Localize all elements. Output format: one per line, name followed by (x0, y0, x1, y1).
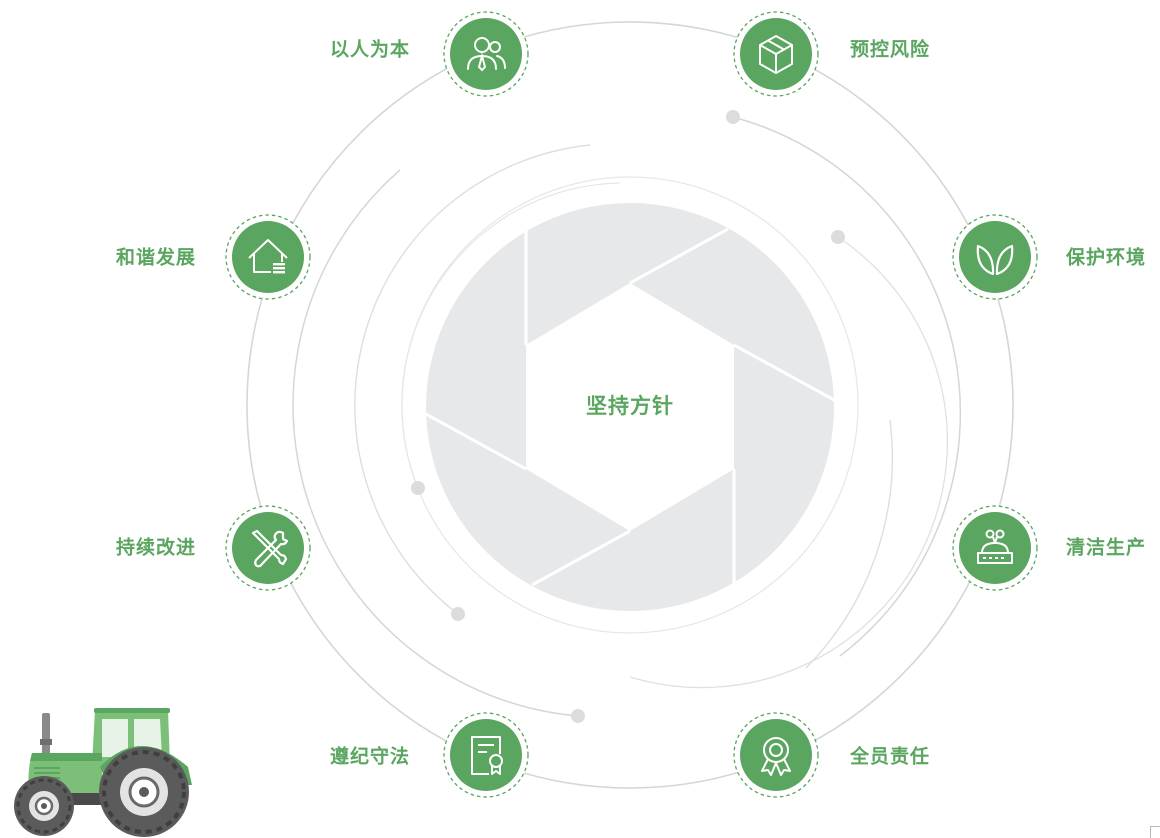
ring-dot (411, 481, 425, 495)
corner-mark (1150, 826, 1160, 838)
ring-dot (726, 110, 740, 124)
certificate-icon (471, 736, 503, 775)
people-icon (467, 37, 506, 72)
node-label-people: 以人为本 (329, 38, 410, 61)
node-harmony[interactable] (223, 212, 313, 302)
node-label-improvement: 持续改进 (115, 536, 196, 559)
ring-arc-3b (805, 419, 893, 669)
ring-arc-2a (732, 116, 962, 657)
node-people[interactable] (441, 9, 531, 99)
node-environment[interactable] (950, 212, 1040, 302)
node-improvement[interactable] (223, 503, 313, 593)
leaf-icon (976, 244, 1014, 276)
ring-arc-3a (354, 144, 591, 615)
node-label-risk: 预控风险 (850, 38, 931, 61)
node-law[interactable] (441, 710, 531, 800)
award-icon (761, 737, 791, 776)
ring-arc-2b (292, 169, 579, 717)
node-label-environment: 保护环境 (1066, 246, 1147, 269)
tractor-illustration (14, 708, 192, 837)
device-icon (977, 529, 1013, 564)
aperture-hexagon (526, 283, 734, 531)
ring-dot (451, 607, 465, 621)
ring-dot (571, 709, 585, 723)
tools-icon (251, 529, 289, 568)
center-label: 坚持方针 (586, 394, 674, 418)
aperture (423, 203, 837, 611)
node-label-harmony: 和谐发展 (115, 246, 196, 269)
node-responsibility[interactable] (731, 710, 821, 800)
outer-ring (246, 21, 1014, 789)
node-label-law: 遵纪守法 (329, 745, 410, 768)
node-clean-production[interactable] (950, 503, 1040, 593)
cube-icon (759, 35, 793, 74)
node-label-clean-production: 清洁生产 (1066, 536, 1147, 559)
ring-dot (831, 230, 845, 244)
ring-arc-4 (401, 182, 621, 489)
house-icon (248, 239, 288, 273)
node-risk[interactable] (731, 9, 821, 99)
node-label-responsibility: 全员责任 (850, 745, 931, 768)
ring-arc-3c (629, 236, 949, 689)
